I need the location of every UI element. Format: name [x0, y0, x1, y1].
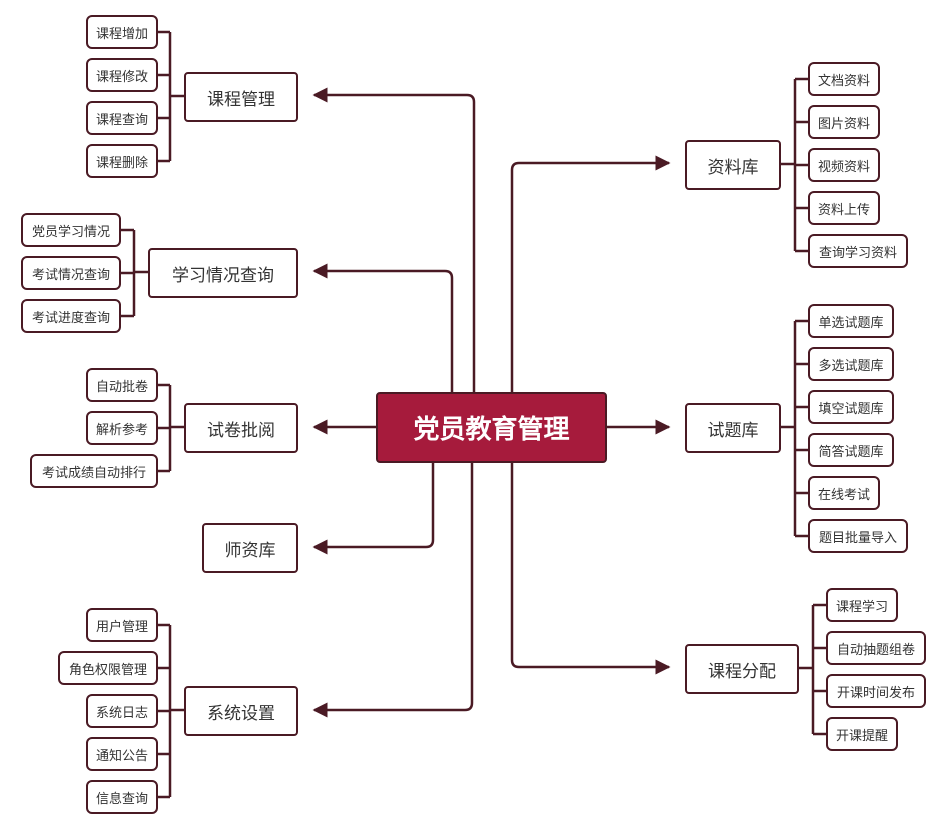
leaf-course-edit[interactable]: 课程修改 — [86, 58, 158, 92]
leaf-auto-paper-generation[interactable]: 自动抽题组卷 — [826, 631, 926, 665]
branch-paper-review[interactable]: 试卷批阅 — [184, 403, 298, 453]
branch-teacher-pool[interactable]: 师资库 — [202, 523, 298, 573]
bracket-course-management — [158, 30, 184, 163]
leaf-course-study[interactable]: 课程学习 — [826, 588, 898, 622]
leaf-course-schedule-publish[interactable]: 开课时间发布 — [826, 674, 926, 708]
leaf-analysis-reference[interactable]: 解析参考 — [86, 411, 158, 445]
connector-course-management — [312, 87, 476, 392]
connector-study-status — [312, 263, 454, 392]
leaf-member-study-status[interactable]: 党员学习情况 — [21, 213, 121, 247]
leaf-auto-grading[interactable]: 自动批卷 — [86, 368, 158, 402]
leaf-online-exam[interactable]: 在线考试 — [808, 476, 880, 510]
leaf-user-management[interactable]: 用户管理 — [86, 608, 158, 642]
branch-material-library[interactable]: 资料库 — [685, 140, 781, 190]
connector-system-settings — [312, 463, 474, 718]
bracket-course-allocation — [799, 603, 826, 736]
connector-material-library — [510, 155, 671, 392]
connector-teacher-pool — [312, 463, 435, 555]
bracket-question-bank — [781, 319, 808, 538]
leaf-system-log[interactable]: 系统日志 — [86, 694, 158, 728]
branch-question-bank[interactable]: 试题库 — [685, 403, 781, 453]
bracket-paper-review — [158, 383, 184, 473]
leaf-single-choice-bank[interactable]: 单选试题库 — [808, 304, 894, 338]
branch-study-status-query[interactable]: 学习情况查询 — [148, 248, 298, 298]
branch-course-allocation[interactable]: 课程分配 — [685, 644, 799, 694]
connector-course-allocation — [510, 463, 671, 675]
leaf-notice-announcement[interactable]: 通知公告 — [86, 737, 158, 771]
leaf-material-upload[interactable]: 资料上传 — [808, 191, 880, 225]
leaf-role-permission-management[interactable]: 角色权限管理 — [58, 651, 158, 685]
leaf-exam-status-query[interactable]: 考试情况查询 — [21, 256, 121, 290]
branch-system-settings[interactable]: 系统设置 — [184, 686, 298, 736]
leaf-short-answer-bank[interactable]: 简答试题库 — [808, 433, 894, 467]
leaf-course-add[interactable]: 课程增加 — [86, 15, 158, 49]
bracket-system-settings — [158, 623, 184, 799]
leaf-multi-choice-bank[interactable]: 多选试题库 — [808, 347, 894, 381]
leaf-query-study-materials[interactable]: 查询学习资料 — [808, 234, 908, 268]
leaf-course-query[interactable]: 课程查询 — [86, 101, 158, 135]
leaf-score-auto-ranking[interactable]: 考试成绩自动排行 — [30, 454, 158, 488]
leaf-course-reminder[interactable]: 开课提醒 — [826, 717, 898, 751]
leaf-document-materials[interactable]: 文档资料 — [808, 62, 880, 96]
leaf-course-delete[interactable]: 课程删除 — [86, 144, 158, 178]
bracket-study-status — [121, 228, 148, 318]
leaf-batch-question-import[interactable]: 题目批量导入 — [808, 519, 908, 553]
leaf-info-query[interactable]: 信息查询 — [86, 780, 158, 814]
bracket-material-library — [781, 77, 808, 253]
leaf-video-materials[interactable]: 视频资料 — [808, 148, 880, 182]
branch-course-management[interactable]: 课程管理 — [184, 72, 298, 122]
leaf-exam-progress-query[interactable]: 考试进度查询 — [21, 299, 121, 333]
leaf-image-materials[interactable]: 图片资料 — [808, 105, 880, 139]
leaf-fill-blank-bank[interactable]: 填空试题库 — [808, 390, 894, 424]
central-topic[interactable]: 党员教育管理 — [376, 392, 607, 463]
